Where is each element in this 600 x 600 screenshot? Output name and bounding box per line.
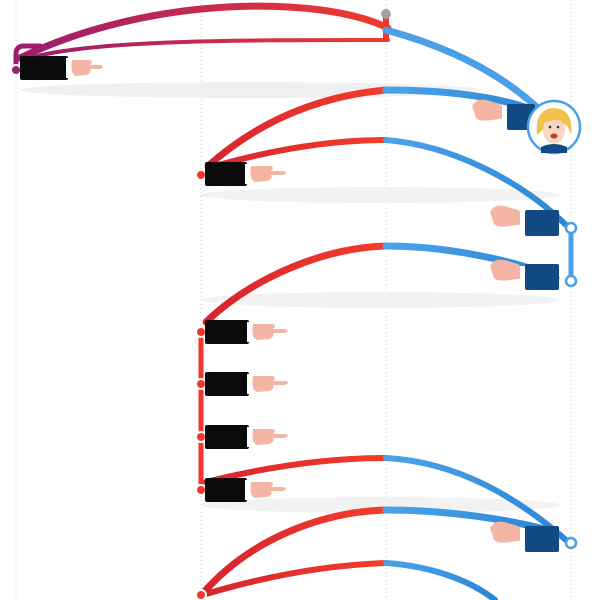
pointing-hand-icon <box>205 162 286 186</box>
pointing-hand-icon <box>205 478 286 502</box>
arc-shadow <box>200 187 560 203</box>
pointing-hand-icon <box>20 56 103 80</box>
exchange-arc-red <box>200 506 390 596</box>
exchange-arc-red <box>203 560 389 597</box>
republican-node <box>10 64 22 76</box>
exchange-arc-blue <box>382 26 549 119</box>
open-hand-icon <box>490 521 559 552</box>
republican-node <box>195 326 207 338</box>
open-hand-icon <box>490 205 559 236</box>
pointing-hand-icon <box>205 372 288 396</box>
republican-node <box>195 589 207 600</box>
arc-shadow <box>200 292 560 308</box>
exchange-arc-purple <box>16 2 392 62</box>
exchange-arc-red <box>205 137 389 171</box>
exchange-arc-red <box>204 86 390 170</box>
exchange-arc-blue <box>383 455 569 543</box>
exchange-arc-purple <box>28 38 390 60</box>
democrat-node <box>564 536 578 550</box>
republican-node <box>195 169 207 181</box>
republican-lane-line <box>13 43 43 73</box>
speaker-nodes <box>10 64 578 600</box>
democrat-node <box>564 221 578 235</box>
exchange-arc-blue <box>382 506 552 534</box>
candidate-portrait-icon <box>526 99 582 155</box>
exchange-arc-blue <box>383 560 498 600</box>
exchange-arc-blue <box>383 137 569 228</box>
exchange-start-dot <box>381 9 391 19</box>
pointing-hand-icon <box>205 320 288 344</box>
republican-node <box>195 484 207 496</box>
exchange-arc-red <box>202 242 390 326</box>
exchange-arc-red <box>203 455 389 485</box>
republican-node <box>195 378 207 390</box>
lane-connectors <box>13 43 574 493</box>
republican-node <box>195 431 207 443</box>
democrat-node <box>564 274 578 288</box>
arc-shadow <box>200 497 560 513</box>
republican-speakers <box>20 56 288 502</box>
open-hand-icon <box>490 259 559 290</box>
pointing-hand-icon <box>205 425 288 449</box>
democrat-speakers <box>472 99 559 552</box>
